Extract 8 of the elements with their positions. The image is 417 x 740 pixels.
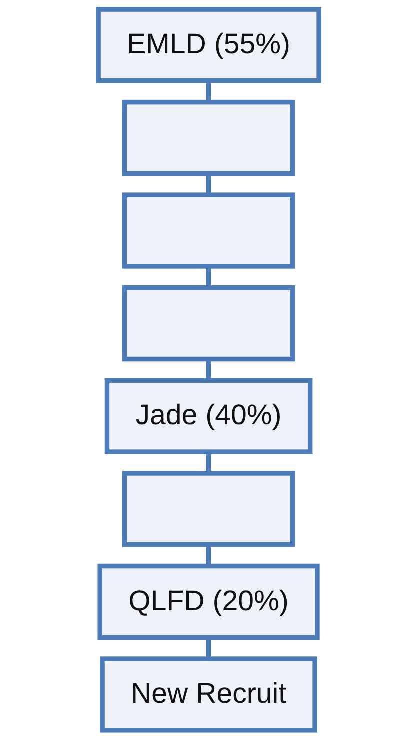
node-box: EMLD (55%) xyxy=(96,7,322,84)
node-box xyxy=(122,192,295,269)
node-box xyxy=(122,100,295,176)
node-box: Jade (40%) xyxy=(104,378,312,454)
node-box xyxy=(122,286,295,362)
node-box xyxy=(122,471,295,548)
node-box: New Recruit xyxy=(100,656,318,733)
node-box: QLFD (20%) xyxy=(97,564,320,640)
